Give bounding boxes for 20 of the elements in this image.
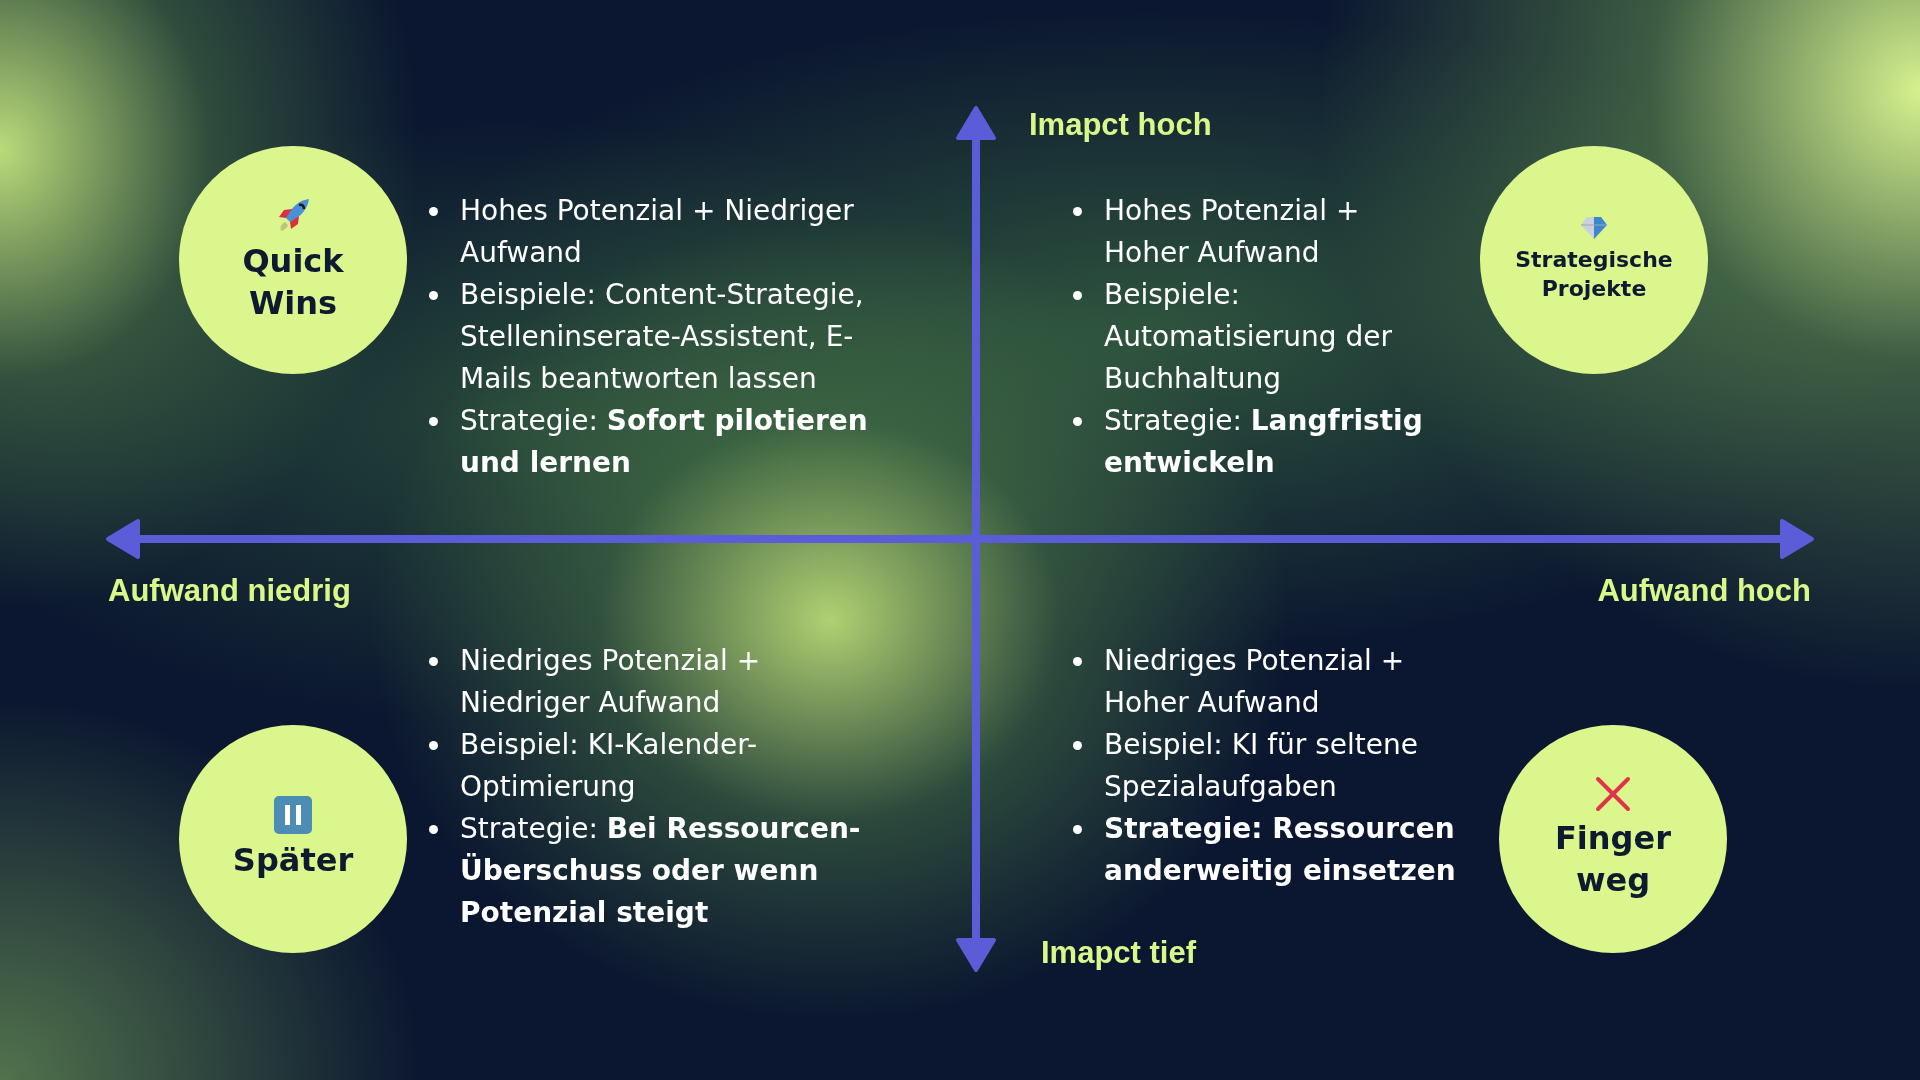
axis-label: Aufwand niedrig: [108, 572, 351, 610]
category-title: Quick Wins: [241, 241, 345, 324]
axis-label: Imapct tief: [1041, 934, 1197, 972]
bullet-point: Niedriges Potenzial + Hoher Aufwand: [1071, 640, 1474, 724]
bullet-point: Hohes Potenzial + Hoher Aufwand: [1071, 190, 1429, 274]
bullet-point: Strategie: Bei Ressourcen-Überschuss oder wenn Potenzial steigt: [427, 808, 890, 934]
bullet-point: Beispiel: KI für seltene Spezialaufgaben: [1071, 724, 1474, 808]
axis-label: Aufwand hoch: [1597, 572, 1811, 610]
category-title: Finger weg: [1554, 818, 1672, 901]
bullet-point: Beispiel: KI-Kalender-Optimierung: [427, 724, 890, 808]
bullet-point: Strategie: Langfristig entwickeln: [1071, 400, 1429, 484]
bullet-point: Beispiele: Automatisierung der Buchhaltung: [1071, 274, 1429, 400]
bullet-point: Strategie: Ressourcen anderweitig einsetzen: [1071, 808, 1474, 892]
bullet-point: Strategie: Sofort pilotieren und lernen: [427, 400, 910, 484]
bullet-point: Beispiele: Content-Strategie, Stelleninserate-Assistent, E-Mails beantworten lassen: [427, 274, 910, 400]
axis-label: Imapct hoch: [1029, 106, 1212, 144]
bullet-point: Niedriges Potenzial + Niedriger Aufwand: [427, 640, 890, 724]
category-title: Strategische Projekte: [1514, 246, 1674, 303]
bullet-point: Hohes Potenzial + Niedriger Aufwand: [427, 190, 910, 274]
category-title: Später: [232, 840, 354, 882]
